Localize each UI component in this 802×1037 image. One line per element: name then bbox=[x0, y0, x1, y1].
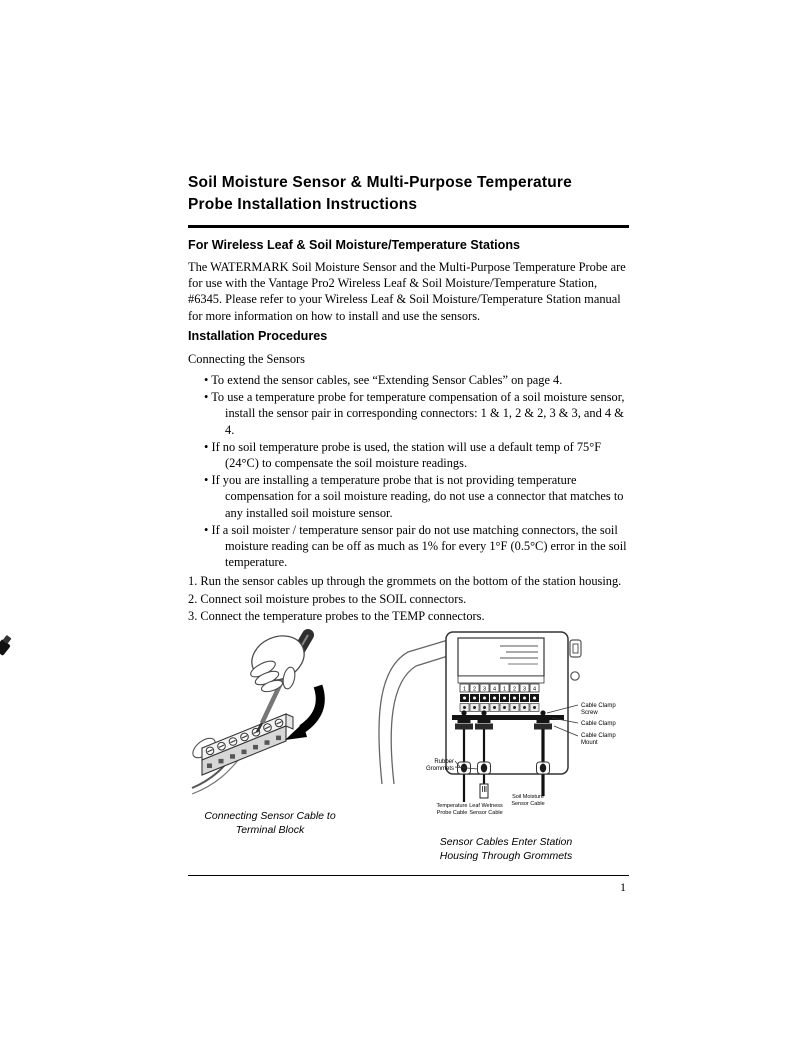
direction-arrow bbox=[285, 684, 325, 740]
bullet-item-mismatch-error: If a soil moister / temperature sensor p… bbox=[188, 522, 629, 571]
svg-text:2: 2 bbox=[513, 687, 516, 693]
right-side-labels: Cable Clamp Screw Cable Clamp Cable Clam… bbox=[581, 703, 616, 746]
svg-text:3: 3 bbox=[523, 687, 526, 693]
label-leaf-wetness-cable-line1: Leaf Wetness bbox=[469, 803, 503, 809]
label-temperature-probe-cable-line2: Probe Cable bbox=[437, 810, 468, 816]
step-connect-temp: 3. Connect the temperature probes to the… bbox=[188, 608, 485, 623]
svg-text:Rubber: Rubber bbox=[434, 759, 454, 765]
bullet-item-default-temp: If no soil temperature probe is used, th… bbox=[188, 439, 629, 471]
cable-labels: Temperature Probe Cable Leaf Wetness Sen… bbox=[437, 794, 545, 816]
section-heading-stations: For Wireless Leaf & Soil Moisture/Temper… bbox=[188, 238, 521, 252]
clamp-rail bbox=[452, 715, 564, 720]
connector-number-digits: 1 2 3 4 1 2 3 4 bbox=[463, 687, 536, 693]
svg-text:4: 4 bbox=[493, 687, 496, 693]
flange-hardware bbox=[569, 639, 582, 681]
label-soil-moisture-cable-line2: Sensor Cable bbox=[511, 801, 544, 807]
figure-station-housing: 1 2 3 4 1 2 3 4 bbox=[368, 626, 644, 863]
svg-text:Grommets: Grommets bbox=[426, 766, 454, 772]
svg-text:1: 1 bbox=[503, 687, 506, 693]
hand bbox=[250, 635, 305, 693]
terminal-block bbox=[201, 713, 294, 776]
rubber-grommets-label: Rubber Grommets bbox=[426, 759, 454, 772]
page-title: Soil Moisture Sensor & Multi-Purpose Tem… bbox=[188, 172, 629, 216]
label-cable-clamp-screw-line1: Cable Clamp bbox=[581, 703, 616, 709]
step-run-cables: 1. Run the sensor cables up through the … bbox=[188, 574, 622, 589]
svg-text:4: 4 bbox=[533, 687, 536, 693]
main-column: Soil Moisture Sensor & Multi-Purpose Tem… bbox=[188, 172, 629, 625]
label-cable-clamp: Cable Clamp bbox=[581, 721, 616, 727]
caption-right-line-2: Housing Through Grommets bbox=[439, 850, 573, 862]
section-heading-procedures: Installation Procedures bbox=[188, 328, 328, 343]
connecting-sensors-label: Connecting the Sensors bbox=[188, 351, 306, 366]
bullet-item-no-compensation: If you are installing a temperature prob… bbox=[188, 472, 629, 521]
numbered-steps: 1. Run the sensor cables up through the … bbox=[188, 573, 629, 624]
label-temperature-probe-cable-line1: Temperature bbox=[437, 803, 468, 809]
caption-right-line-1: Sensor Cables Enter Station bbox=[439, 836, 573, 848]
label-cable-clamp-mount-line2: Mount bbox=[581, 740, 598, 746]
intro-paragraph: The WATERMARK Soil Moisture Sensor and t… bbox=[188, 260, 626, 323]
footer-rule bbox=[188, 875, 629, 876]
bullet-item-matching-connectors: To use a temperature probe for temperatu… bbox=[188, 389, 629, 438]
page-number: 1 bbox=[620, 880, 626, 894]
scan-artifact bbox=[0, 634, 15, 662]
figure-caption-right: Sensor Cables Enter Station Housing Thro… bbox=[368, 835, 644, 863]
screw-slots bbox=[207, 721, 282, 753]
step-connect-soil: 2. Connect soil moisture probes to the S… bbox=[188, 591, 467, 606]
caption-left-line-2: Terminal Block bbox=[235, 824, 305, 836]
connector-label-strip bbox=[457, 675, 545, 684]
svg-text:3: 3 bbox=[483, 687, 486, 693]
cable-clamps bbox=[455, 710, 552, 730]
title-rule bbox=[188, 225, 629, 228]
cable-plug bbox=[479, 783, 489, 799]
station-housing-illustration: 1 2 3 4 1 2 3 4 bbox=[378, 631, 616, 816]
svg-text:2: 2 bbox=[473, 687, 476, 693]
label-leaf-wetness-cable-line2: Sensor Cable bbox=[469, 810, 502, 816]
display-panel bbox=[457, 637, 545, 677]
page-title-line-2: Probe Installation Instructions bbox=[188, 196, 418, 213]
bullet-item-extend-cables: To extend the sensor cables, see “Extend… bbox=[188, 372, 629, 388]
bullet-list: To extend the sensor cables, see “Extend… bbox=[188, 372, 629, 570]
figure-terminal-block: Connecting Sensor Cable to Terminal Bloc… bbox=[190, 628, 350, 837]
page-title-line-1: Soil Moisture Sensor & Multi-Purpose Tem… bbox=[188, 174, 572, 191]
label-cable-clamp-mount-line1: Cable Clamp bbox=[581, 733, 616, 739]
housing-cover bbox=[378, 639, 449, 785]
terminal-row-lower bbox=[459, 703, 540, 712]
caption-left-line-1: Connecting Sensor Cable to bbox=[204, 810, 336, 822]
wire-entry-holes bbox=[207, 735, 281, 768]
terminal-block-illustration bbox=[191, 629, 325, 795]
connector-numbers bbox=[459, 683, 540, 693]
label-cable-clamp-screw-line2: Screw bbox=[581, 710, 598, 716]
page-footer: 1 bbox=[188, 875, 629, 895]
svg-text:1: 1 bbox=[463, 687, 466, 693]
label-soil-moisture-cable-line1: Soil Moisture bbox=[512, 794, 544, 800]
figure-caption-left: Connecting Sensor Cable to Terminal Bloc… bbox=[190, 809, 350, 837]
terminal-row-upper bbox=[460, 694, 539, 702]
label-leader-lines bbox=[454, 704, 579, 770]
